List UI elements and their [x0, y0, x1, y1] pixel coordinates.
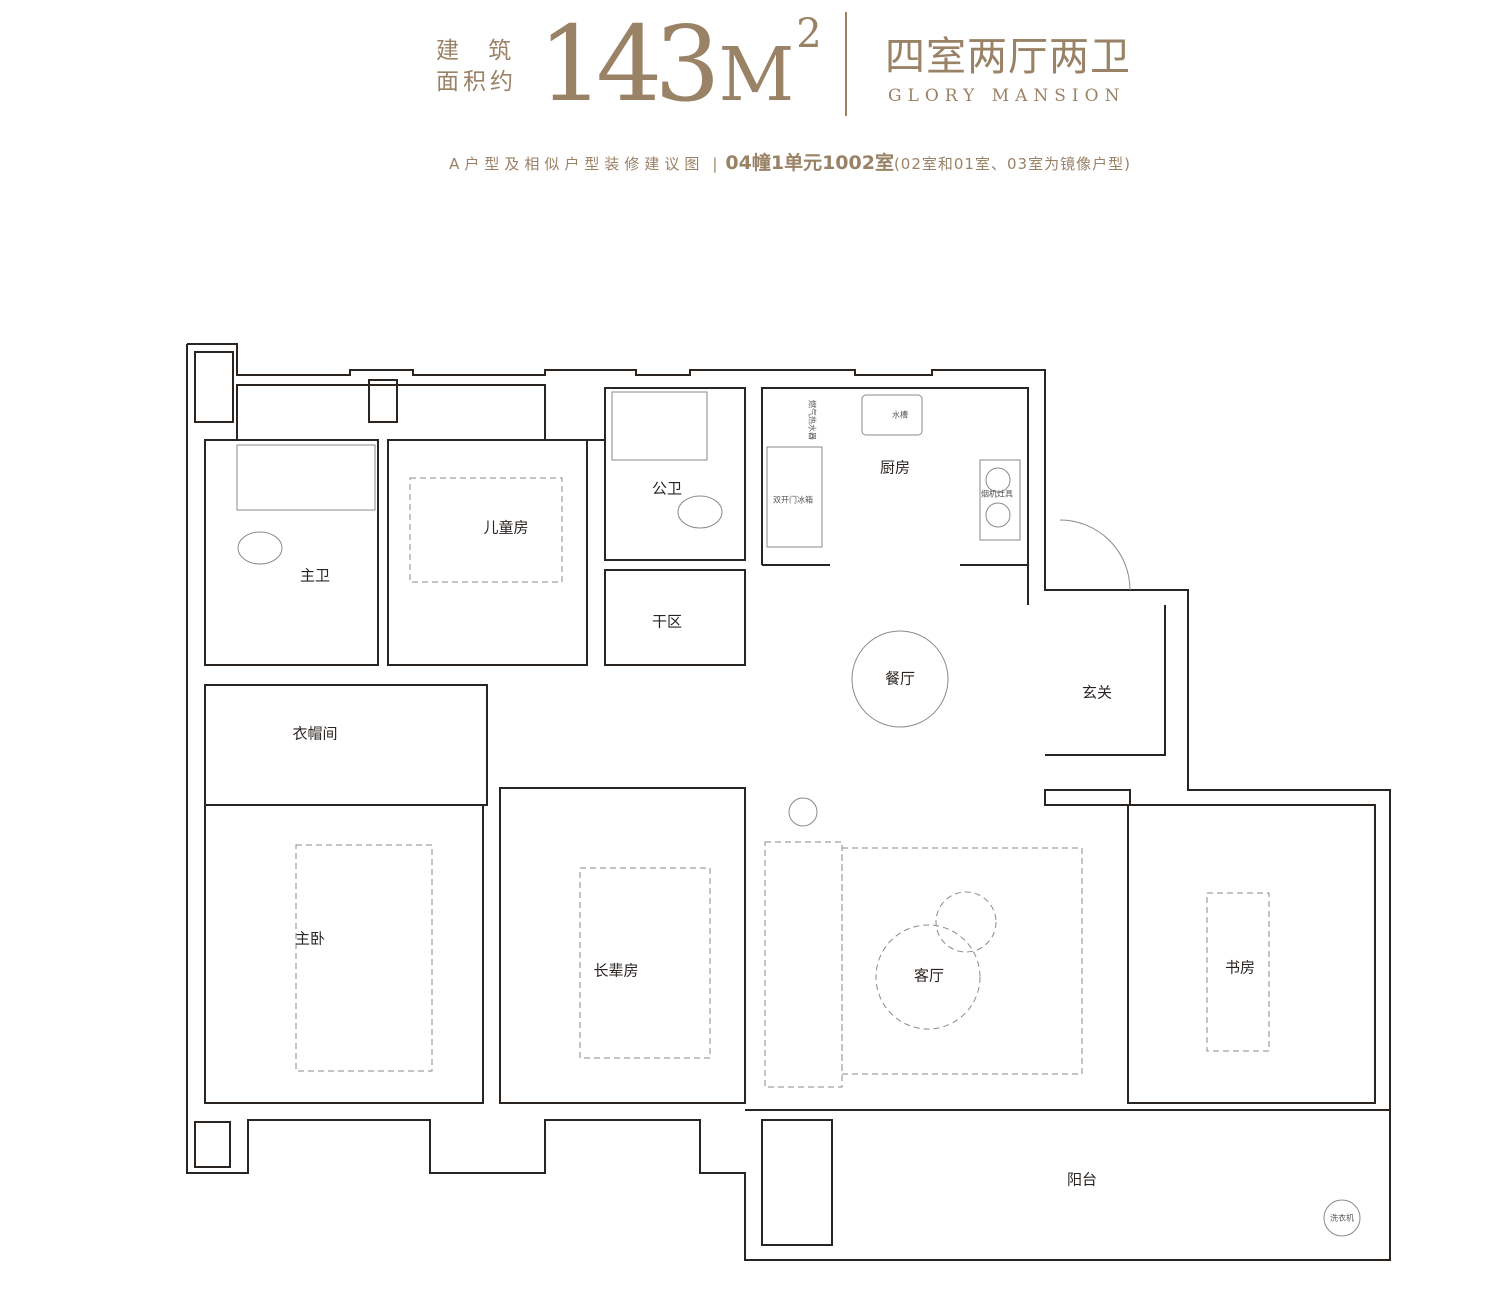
fixtures — [236, 391, 1361, 1237]
label-foyer: 玄关 — [1082, 684, 1112, 702]
wall-kitchen — [761, 387, 1029, 605]
label-balcony: 阳台 — [1067, 1171, 1097, 1189]
area-label-line2: 面积约 — [436, 69, 517, 95]
sofa — [764, 841, 843, 1088]
wall-closet — [204, 684, 488, 806]
wall-master-bedroom — [204, 804, 484, 1104]
header-divider — [845, 12, 847, 116]
dining-table — [851, 630, 949, 728]
elder-bed — [579, 867, 711, 1059]
label-fridge: 双开门冰箱 — [773, 495, 813, 505]
master-toilet — [237, 531, 283, 565]
wall-dry-area — [604, 569, 746, 666]
inner-wall — [205, 384, 745, 441]
ceiling-light — [788, 797, 818, 827]
label-closet: 衣帽间 — [292, 725, 337, 743]
coffee-table — [875, 924, 981, 1030]
brand-name: GLORY MANSION — [888, 86, 1126, 106]
study-desk — [1206, 892, 1270, 1052]
living-rug — [841, 847, 1083, 1075]
kids-bed — [409, 477, 563, 583]
label-dry-area: 干区 — [652, 613, 682, 631]
area-label: 建 筑 面积约 — [436, 36, 528, 98]
label-master-bedroom: 主卧 — [295, 930, 325, 948]
layout-title: 四室两厅两卫 — [885, 34, 1131, 80]
label-range-hood: 烟机灶具 — [981, 489, 1013, 499]
outer-wall — [186, 343, 1391, 1261]
shaft — [194, 351, 234, 423]
room-labels: 主卫 儿童房 公卫 干区 厨房 餐厅 玄关 衣帽间 主卧 长辈房 客厅 书房 阳… — [292, 400, 1354, 1223]
label-washer: 洗衣机 — [1330, 1213, 1354, 1223]
label-kids-room: 儿童房 — [483, 519, 528, 537]
area-unit-superscript: 2 — [796, 11, 822, 57]
wall-study — [1127, 804, 1376, 1104]
subtitle-desc: A户型及相似户型装修建议图 — [449, 155, 705, 173]
shaft — [194, 1121, 231, 1168]
cooktop — [979, 459, 1021, 541]
label-elder-room: 长辈房 — [593, 962, 638, 980]
label-public-bath: 公卫 — [652, 480, 682, 498]
subtitle-note: (02室和01室、03室为镜像户型) — [893, 155, 1131, 173]
balcony-cabinet — [761, 1119, 833, 1246]
area-number: 143 — [538, 3, 720, 125]
fridge — [766, 446, 823, 548]
wall-foyer-cabinet — [1045, 605, 1166, 756]
public-toilet — [677, 495, 723, 529]
bathtub — [236, 444, 376, 511]
entry-door-swing — [1059, 519, 1131, 591]
label-study: 书房 — [1225, 959, 1255, 977]
master-bed — [295, 844, 433, 1072]
area-label-line1: 建 筑 — [436, 38, 516, 64]
walls — [186, 343, 1391, 1261]
wall-master-bath — [204, 439, 379, 666]
sink-basin — [861, 394, 923, 436]
subtitle-separator: | — [712, 155, 718, 173]
area-unit: M — [718, 32, 795, 118]
label-living-room: 客厅 — [914, 967, 944, 985]
label-dining: 餐厅 — [885, 670, 915, 688]
wall-public-bath — [604, 387, 746, 561]
burner — [985, 502, 1011, 528]
washer-drum — [1323, 1199, 1361, 1237]
wall-elder-room — [499, 787, 746, 1104]
shaft — [368, 379, 398, 423]
area-value: 143M2 — [538, 4, 822, 155]
label-master-bath: 主卫 — [300, 567, 330, 585]
label-water-heater: 燃气热水器 — [808, 400, 818, 440]
wall-study-corner — [1044, 789, 1131, 806]
shower — [611, 391, 708, 461]
furniture — [295, 477, 1270, 1088]
side-table — [935, 891, 997, 953]
burner — [985, 467, 1011, 493]
wall-kids-room — [387, 439, 588, 666]
label-sink: 水槽 — [892, 410, 908, 420]
subtitle: A户型及相似户型装修建议图 | 04幢1单元1002室(02室和01室、03室为镜像… — [0, 148, 1508, 175]
subtitle-unit: 04幢1单元1002室 — [725, 152, 894, 174]
label-kitchen: 厨房 — [880, 459, 910, 477]
